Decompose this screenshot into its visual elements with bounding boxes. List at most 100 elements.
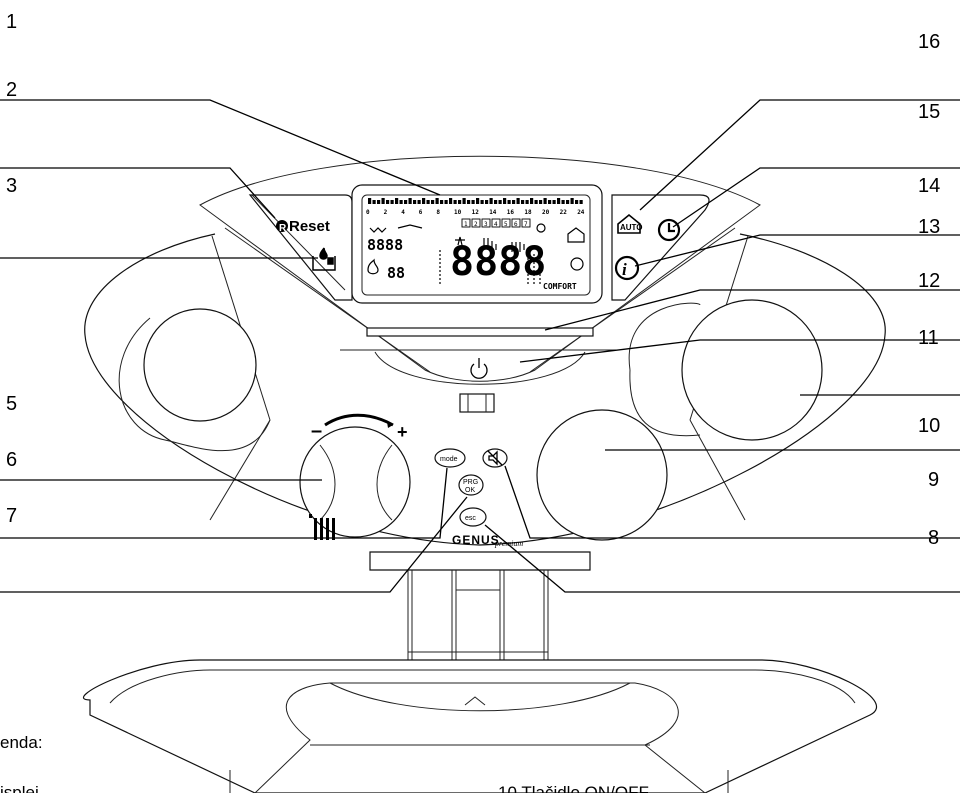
lcd-misc-glyphs [367, 223, 585, 286]
lcd-day-box: 4 [491, 218, 501, 228]
lcd-hour-bar [566, 200, 570, 204]
lcd-hour-tick-label: 20 [542, 209, 550, 216]
power-button[interactable] [374, 351, 586, 385]
lcd-day-box: 5 [501, 218, 511, 228]
reset-label: Reset [289, 218, 330, 235]
lcd-hour-bar [435, 198, 439, 204]
lcd-hour-bar [489, 198, 493, 204]
lcd-hour-bar [539, 200, 543, 204]
lcd-hour-bar [516, 198, 520, 204]
svg-text:i: i [622, 260, 627, 279]
lcd-hour-bar [498, 200, 502, 204]
svg-text:+: + [397, 422, 408, 442]
lcd-hour-bar [570, 198, 574, 204]
lcd-hour-bar [494, 200, 498, 204]
esc-button[interactable]: esc [459, 507, 487, 527]
callout-lines [0, 99, 960, 593]
lcd-hour-tick-label: 24 [577, 209, 585, 216]
callout-1: 1 [6, 11, 17, 33]
mute-button[interactable] [482, 448, 508, 468]
svg-text:2: 2 [474, 221, 478, 228]
lcd-hour-tick-label: 16 [507, 209, 515, 216]
svg-text:mode: mode [440, 456, 458, 463]
svg-text:R: R [279, 223, 287, 234]
lcd-hour-bar [413, 200, 417, 204]
fascia-edge-right [529, 227, 736, 373]
lcd-hour-bar [417, 200, 421, 204]
lcd-hour-bar [561, 200, 565, 204]
info-icon: i [614, 255, 640, 281]
lcd-hour-bar [476, 198, 480, 204]
heating-knob[interactable] [299, 426, 411, 538]
prg-ok-button[interactable]: PRG OK [458, 474, 484, 496]
dhw-knob[interactable] [536, 409, 668, 541]
lcd-hour-bar [372, 200, 376, 204]
lcd-main-digits: 8888 [450, 239, 546, 285]
legend-item-right: 10 Tlačidlo ON/OFF [498, 783, 649, 793]
lcd-hour-bar [521, 200, 525, 204]
bottom-tray [82, 659, 878, 793]
callout-12: 12 [918, 270, 940, 292]
callout-6: 6 [6, 449, 17, 471]
lcd-hour-bar [467, 200, 471, 204]
left-knob-recess [143, 308, 257, 422]
lcd-day-box: 3 [481, 218, 491, 228]
power-icon [470, 358, 488, 379]
lcd-hour-bar [503, 198, 507, 204]
lcd-hour-bar [426, 200, 430, 204]
lcd-hour-bar [557, 198, 561, 204]
brand-label: GENUS [452, 533, 500, 547]
lcd-hour-bar [453, 200, 457, 204]
lcd-hour-bar [548, 200, 552, 204]
callout-8: 8 [928, 527, 939, 549]
lcd-hour-bar [534, 200, 538, 204]
lcd-hour-bar [449, 198, 453, 204]
lcd-comfort-label: COMFORT [543, 282, 577, 291]
lcd-hour-bar [431, 200, 435, 204]
svg-text:PRG: PRG [463, 479, 478, 486]
lcd-hour-bar [377, 200, 381, 204]
lcd-hour-tick-label: 2 [384, 209, 388, 216]
lcd-hour-bar [575, 200, 579, 204]
lcd-hour-bar [525, 200, 529, 204]
callout-11: 11 [918, 327, 939, 349]
lcd-hour-bar [507, 200, 511, 204]
svg-text:OK: OK [465, 487, 475, 494]
svg-text:–: – [311, 420, 322, 442]
svg-text:3: 3 [484, 221, 488, 228]
lcd-hour-bar [458, 200, 462, 204]
lcd-hour-bar [471, 200, 475, 204]
lcd-hour-bar [552, 200, 556, 204]
display-connector [459, 393, 495, 413]
lcd-day-box: 6 [511, 218, 521, 228]
svg-text:7: 7 [524, 221, 528, 228]
fascia-outline [199, 155, 761, 382]
lcd-hour-bar [579, 200, 583, 204]
callout-16: 16 [918, 31, 940, 53]
lcd-hour-bar [512, 200, 516, 204]
fascia-edge-left [224, 227, 431, 373]
lcd-hour-bar [408, 198, 412, 204]
lcd-hour-bar [386, 200, 390, 204]
lcd-hour-tick-label: 18 [524, 209, 532, 216]
svg-text:6: 6 [514, 221, 518, 228]
mute-icon [487, 450, 503, 466]
lcd-hour-bar [422, 198, 426, 204]
panel-diagonal-right-2 [689, 419, 746, 521]
right-knob[interactable] [681, 299, 823, 441]
mode-button[interactable]: mode [434, 448, 466, 468]
lcd-hour-bar [395, 198, 399, 204]
lcd-hour-tick-label: 4 [401, 209, 405, 216]
lcd-hour-bar [480, 200, 484, 204]
lcd-day-box: 1 [461, 218, 471, 228]
lcd-hour-tick-label: 12 [472, 209, 480, 216]
lcd-hour-bar [444, 200, 448, 204]
legend-heading: enda: [0, 733, 43, 752]
lcd-hour-tick-label: 10 [454, 209, 462, 216]
lcd-hour-tick-label: 6 [419, 209, 423, 216]
clock-icon [657, 218, 681, 242]
svg-text:5: 5 [504, 221, 508, 228]
lcd-hour-bar [530, 198, 534, 204]
legend-item-left: isplej [0, 783, 39, 793]
